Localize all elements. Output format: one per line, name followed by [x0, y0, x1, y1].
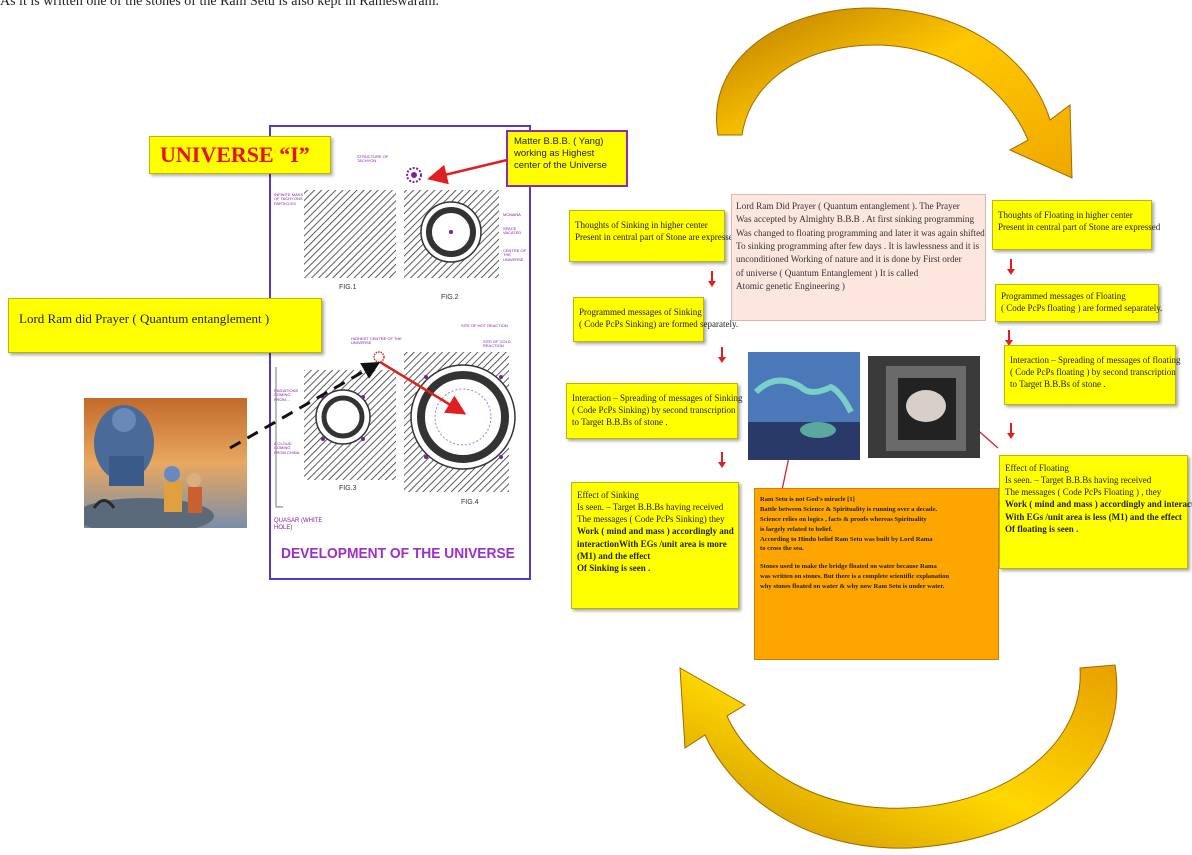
box-line: Work ( mind and mass ) accordingly and [577, 526, 734, 537]
label-tachyon: STRUCTURE OF TACHYON [357, 154, 389, 164]
label-infinite-mass: INFINITE MASS OF TACHYONS PARTICLES [274, 192, 304, 206]
box-line: Effect of Sinking [577, 490, 639, 500]
box-line: With EGs /unit area is less (M1) and the… [1005, 511, 1182, 522]
label-hot-reaction: SITE OF HOT REACTION [461, 323, 508, 328]
poster-title: DEVELOPMENT OF THE UNIVERSE [281, 545, 515, 562]
poster-figures [275, 167, 516, 508]
box-line: To sinking programming after few days . … [736, 241, 980, 252]
label-mcmana: MCMANA [503, 212, 521, 217]
label-cloud: A CLOUD COMING FROM CHINA [274, 441, 300, 455]
down-arrow-icon [708, 271, 716, 287]
box-line: Present in central part of Stone are exp… [575, 232, 738, 243]
box-line: Was changed to floating programming and … [736, 227, 985, 238]
box-line: ( Code PcPs floating ) are formed separa… [1001, 303, 1163, 314]
box-line: Interaction – Spreading of messages of S… [572, 393, 743, 403]
floating-interaction-box: Interaction – Spreading of messages of f… [1004, 345, 1181, 405]
ram-setu-note-box: Ram Setu is not God's miracle [1] Battle… [754, 488, 999, 660]
box-line: Programmed messages of Sinking [579, 307, 702, 317]
box-line: to Target B.B.Bs of stone . [572, 417, 668, 428]
box-line: Interaction – Spreading of messages of f… [1010, 355, 1181, 365]
label-space-vacated: SPACE VACATED [503, 226, 522, 236]
label-centre: CENTRE OF THE UNIVERSE [503, 248, 527, 262]
sinking-messages-box: Programmed messages of Sinking ( Code Pc… [573, 297, 739, 342]
floating-effect-box: Effect of Floating Is seen. – Target B.B… [999, 455, 1192, 569]
box-line: Thoughts of Sinking in higher center [575, 220, 708, 230]
label-quasar: QUASAR (WHITE HOLE) [274, 518, 323, 531]
box-line: (M1) and the effect [577, 550, 651, 561]
box-line: ( Code PcPs Sinking) by second transcrip… [572, 405, 736, 416]
box-line: Science relies on logics , facts & proof… [760, 515, 927, 523]
box-line: is largely related to belief. [760, 525, 833, 533]
label-highest-centre: HIGHEST CENTRE OF THE UNIVERSE [351, 336, 402, 346]
box-line: Work ( mind and mass ) accordingly and i… [1005, 499, 1192, 510]
box-line: of universe ( Quantum Entanglement ) It … [736, 267, 919, 278]
box-line: Thoughts of Floating in higher center [998, 210, 1133, 220]
floating-thoughts-box: Thoughts of Floating in higher center Pr… [992, 200, 1161, 250]
box-line: Programmed messages of Floating [1001, 291, 1126, 301]
top-cycle-arrow-icon [716, 7, 1073, 179]
box-line: The messages ( Code PcPs Floating ) , th… [1005, 487, 1162, 498]
fig-4-label: FIG.4 [461, 499, 479, 506]
sinking-interaction-box: Interaction – Spreading of messages of S… [566, 383, 743, 439]
fig-1-label: FIG.1 [339, 284, 357, 291]
box-line: unconditioned Working of nature and it i… [736, 254, 962, 265]
floating-messages-box: Programmed messages of Floating ( Code P… [995, 284, 1163, 322]
box-line: Effect of Floating [1005, 463, 1069, 473]
box-line: to Target B.B.Bs of stone . [1010, 379, 1106, 390]
down-arrow-icon [718, 452, 726, 468]
box-line: Of floating is seen . [1005, 523, 1079, 534]
box-line: ( Code PcPs Sinking) are formed separate… [579, 319, 739, 330]
box-line: Stones used to make the bridge floated o… [760, 563, 937, 571]
box-line: why stones floated on water & why now Ra… [760, 583, 945, 591]
box-line: Lord Ram Did Prayer ( Quantum entangleme… [736, 201, 960, 211]
matter-line: Matter B.B.B. ( Yang) [514, 136, 604, 147]
box-line: interactionWith EGs /unit area is more [577, 538, 727, 549]
sinking-effect-box: Effect of Sinking Is seen. – Target B.B.… [571, 482, 739, 609]
box-line: Ram Setu is not God's miracle [1] [760, 496, 855, 503]
box-line: The messages ( Code PcPs Sinking) they [577, 514, 725, 525]
box-line [760, 554, 993, 562]
box-line: Was accepted by Almighty B.B.B . At firs… [736, 214, 975, 225]
label-cold-reaction: SITE OF COLD REACTION [483, 339, 511, 349]
box-line: was written on stones. But there is a co… [760, 573, 950, 581]
box-line: Of Sinking is seen . [577, 562, 651, 573]
prayer-box: Lord Ram did Prayer ( Quantum entangleme… [8, 298, 322, 353]
box-line: Atomic genetic Engineering ) [736, 281, 845, 292]
matter-line: center of the Universe [514, 159, 607, 171]
fig-3-label: FIG.3 [339, 485, 357, 492]
down-arrow-icon [718, 347, 726, 363]
bottom-cycle-arrow-icon [679, 664, 1118, 849]
label-radiations: RADIATIONS COMING FROM ... [274, 388, 299, 402]
top-caption-text: As it is written one of the stones of th… [0, 0, 439, 9]
box-line: to cross the sea. [760, 545, 804, 553]
deity-painting-image [84, 398, 247, 528]
box-line: Present in central part of Stone are exp… [998, 222, 1161, 233]
down-arrow-icon [1005, 330, 1013, 346]
down-arrow-icon [1007, 423, 1015, 439]
matter-line: working as Highest [514, 147, 595, 159]
box-line: ( Code PcPs floating ) by second transcr… [1010, 367, 1176, 378]
box-line: Battle between Science & Spirituality is… [760, 505, 938, 513]
universe-title-box: UNIVERSE “I” [149, 136, 331, 174]
universe-title: UNIVERSE “I” [160, 142, 310, 167]
box-line: Is seen. – Target B.B.Bs having received [577, 502, 724, 513]
stone-photo-left-image [748, 352, 860, 460]
fig-2-label: FIG.2 [441, 294, 459, 301]
sinking-thoughts-box: Thoughts of Sinking in higher center Pre… [569, 210, 738, 262]
matter-box: Matter B.B.B. ( Yang) working as Highest… [506, 130, 628, 187]
down-arrow-icon [1007, 259, 1015, 275]
prayer-explanation-box: Lord Ram Did Prayer ( Quantum entangleme… [731, 194, 986, 321]
box-line: According to Hindu belief Ram Setu was b… [760, 535, 933, 543]
box-line: Is seen. – Target B.B.Bs having received [1005, 475, 1152, 486]
universe-development-poster: STRUCTURE OF TACHYON INFINITE MASS OF TA… [269, 125, 531, 580]
stone-photo-right-image [868, 356, 980, 458]
